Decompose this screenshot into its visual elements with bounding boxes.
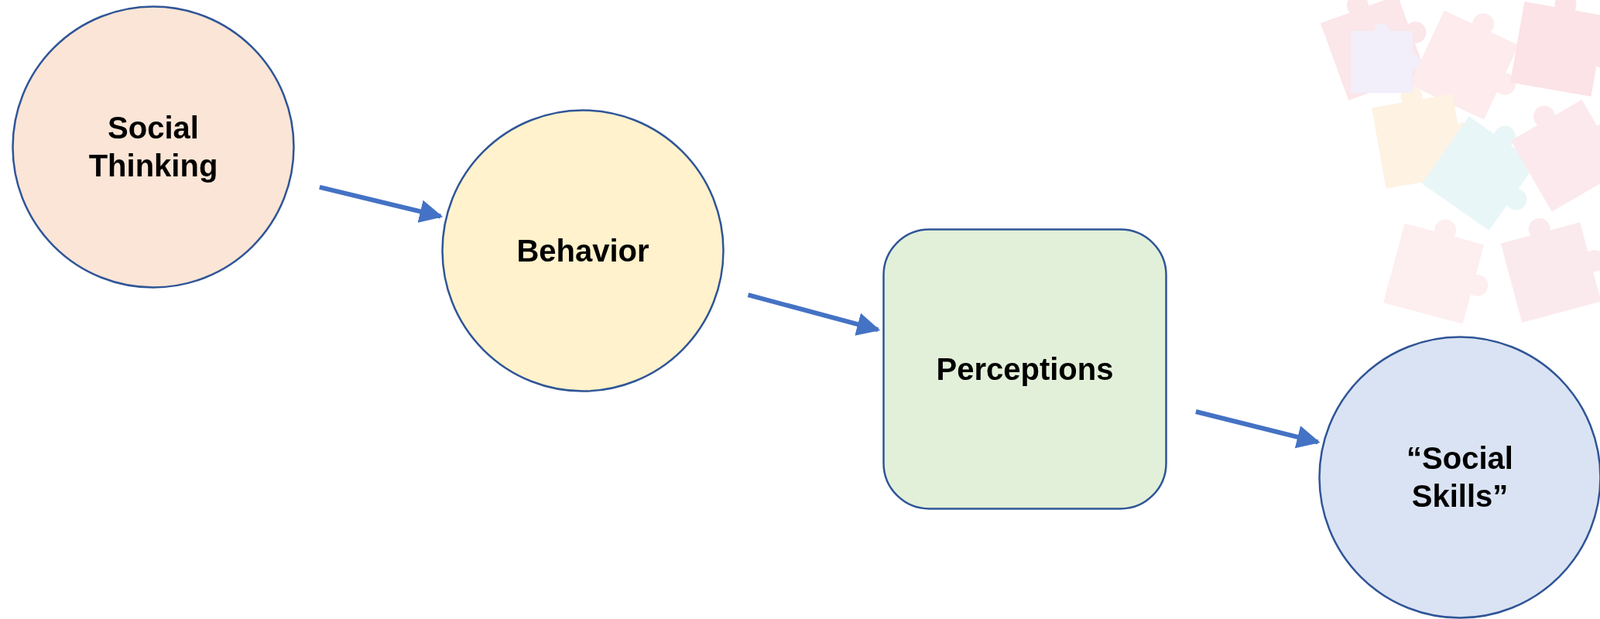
puzzle-piece (1383, 208, 1502, 328)
node-label: “Social Skills” (1363, 439, 1557, 516)
node-label: Behavior (516, 232, 649, 271)
rounded-box: Perceptions (882, 228, 1168, 511)
puzzle-piece (1510, 0, 1600, 100)
circle-shape (1319, 337, 1600, 619)
puzzle-piece (1350, 23, 1421, 93)
rect-shape (883, 229, 1167, 510)
node-label: Perceptions (936, 350, 1114, 389)
circle-node: Behavior (441, 109, 725, 393)
circle-shape (13, 6, 295, 288)
node-label: Social Thinking (56, 109, 251, 186)
node-outline (11, 5, 295, 289)
arrow-connector (319, 187, 441, 217)
puzzle-piece (1497, 204, 1600, 323)
node-outline (1318, 335, 1600, 619)
arrow-connector (1195, 411, 1319, 442)
circle-node: “Social Skills” (1318, 335, 1600, 619)
circle-node: Social Thinking (11, 5, 295, 289)
puzzle-piece (1503, 78, 1600, 212)
arrow-connector (747, 294, 878, 330)
circle-shape (442, 110, 724, 392)
